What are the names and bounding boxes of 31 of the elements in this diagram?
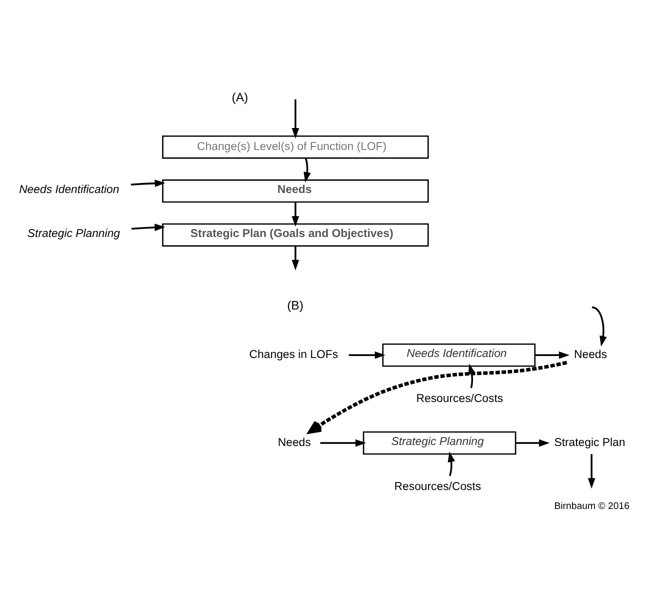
arrow [131,224,166,232]
node-text: Needs [574,349,607,362]
node-box: Needs [162,179,429,203]
node-text: Changes in LOFs [249,349,338,362]
arrow [468,364,476,388]
label: (B) [287,298,304,313]
arrow [592,306,607,347]
node-text: Needs [278,436,311,449]
arrow [535,351,570,359]
node-box: Needs Identification [382,343,536,367]
label: (A) [232,90,248,105]
node-text: Needs Identification [19,184,120,196]
node-text: Resources/Costs [394,480,482,493]
node-box: Strategic Plan (Goals and Objectives) [162,223,429,247]
arrow [588,454,596,489]
node-text: Strategic Plan [554,436,626,449]
arrow [292,99,300,139]
arrow [348,351,386,359]
node-box: Strategic Planning [362,431,516,455]
arrow [130,180,166,188]
arrow [516,439,550,447]
node-text: Resources/Costs [416,393,504,406]
arrow [292,246,300,270]
node-box: Change(s) Level(s) of Function (LOF) [162,135,429,159]
arrow [292,202,300,227]
arrow [304,158,311,183]
arrow [308,360,568,434]
node-text: Strategic Planning [27,228,120,240]
caption: Birnbaum © 2016 [554,501,630,512]
arrow [448,451,455,476]
arrow [320,439,366,447]
